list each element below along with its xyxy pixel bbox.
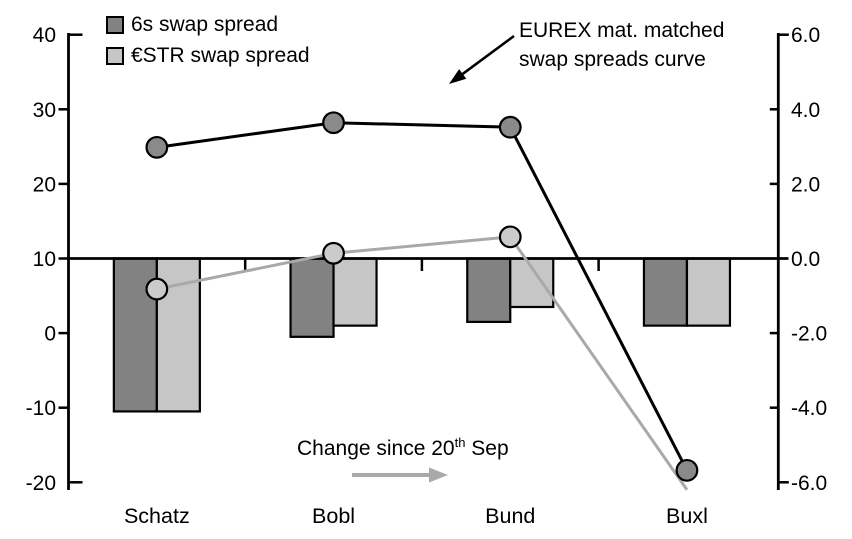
right-axis-tick-label: -6.0: [791, 472, 827, 495]
marker-series1-bobl: [322, 111, 345, 135]
left-axis-tick-label: 0: [44, 323, 56, 346]
left-axis-tick-label: -10: [26, 397, 56, 420]
left-axis-tick-label: 40: [33, 24, 56, 47]
marker-series1-schatz: [145, 135, 169, 159]
change-annotation-suffix: Sep: [465, 437, 509, 460]
eurex-arrow-shaft: [461, 34, 515, 75]
legend-label-6s: 6s swap spread: [131, 12, 279, 36]
curve-annotation: EUREX mat. matched swap spreads curve: [519, 16, 724, 74]
legend-item-estr: €STR swap spread: [106, 40, 310, 71]
line-series0: [156, 235, 689, 491]
right-axis-tick-label: 4.0: [791, 99, 820, 122]
bar-series1-bobl: [332, 257, 378, 327]
curve-annotation-line1: EUREX mat. matched: [519, 19, 725, 42]
legend-swatch-6s: [106, 15, 124, 34]
annotation-arrows: [352, 34, 515, 483]
marker-series0-bund: [498, 225, 522, 249]
change-annotation-superscript: th: [454, 435, 466, 450]
change-arrow-head: [429, 467, 448, 483]
left-axis-tick-label: 20: [33, 173, 56, 196]
curve-annotation-line2: swap spreads curve: [519, 48, 706, 71]
marker-series1-bund: [498, 115, 522, 139]
line-series1: [156, 121, 689, 472]
marker-series0-bobl: [322, 241, 345, 265]
right-axis-tick-label: 2.0: [791, 173, 820, 196]
category-label-bund: Bund: [485, 504, 535, 528]
change-annotation: Change since 20th Sep: [297, 435, 509, 461]
right-axis-tick-label: -4.0: [791, 397, 827, 420]
bar-series1-buxl: [685, 257, 732, 327]
category-label-buxl: Buxl: [666, 504, 708, 528]
bar-series0-buxl: [642, 257, 689, 327]
legend-swatch-estr: [106, 46, 124, 65]
change-annotation-prefix: Change since 20: [297, 437, 455, 460]
right-axis-tick-label: 0.0: [791, 248, 820, 271]
left-axis-tick-label: -20: [26, 472, 56, 495]
category-label-bobl: Bobl: [312, 504, 355, 528]
legend: 6s swap spread €STR swap spread: [106, 9, 310, 71]
marker-series1-buxl: [675, 458, 699, 482]
right-axis-tick-label: 6.0: [791, 24, 820, 47]
left-axis-tick-label: 30: [33, 99, 56, 122]
bar-series0-bobl: [289, 257, 335, 338]
bar-series0-bund: [466, 257, 512, 324]
marker-series0-schatz: [145, 277, 169, 301]
category-label-schatz: Schatz: [124, 504, 190, 528]
left-axis-tick-label: 10: [33, 248, 56, 271]
legend-label-estr: €STR swap spread: [131, 43, 310, 67]
right-axis-tick-label: -2.0: [791, 323, 827, 346]
legend-item-6s: 6s swap spread: [106, 9, 310, 40]
eurex-arrow-head: [449, 69, 467, 84]
